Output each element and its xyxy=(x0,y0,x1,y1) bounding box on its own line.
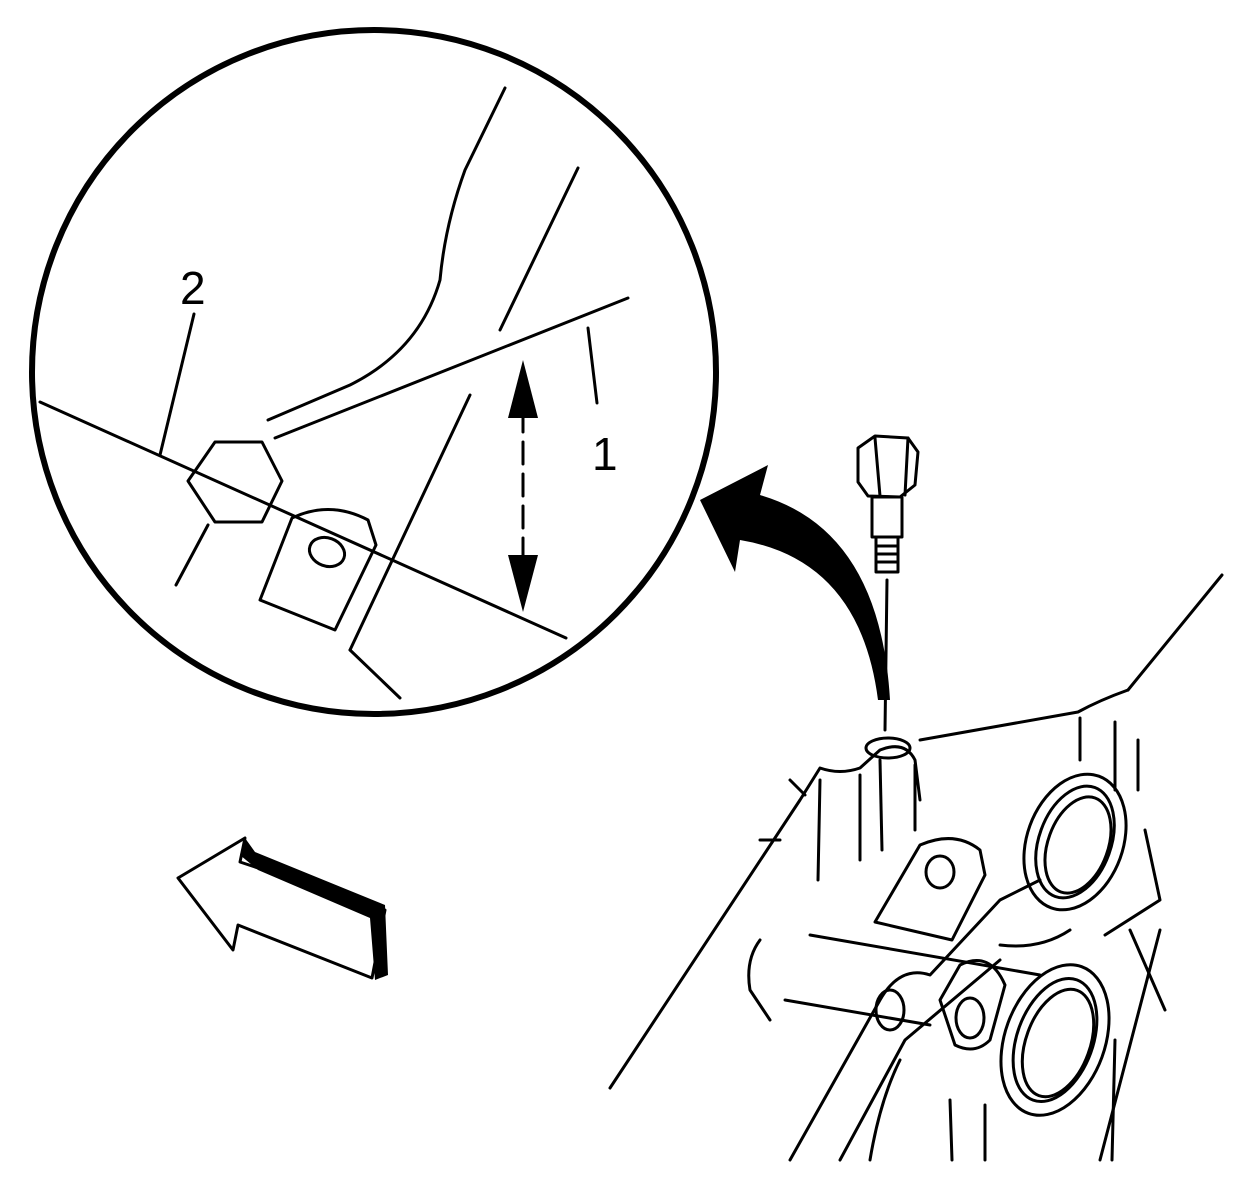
leader-line-1 xyxy=(586,326,599,405)
bolt-head-edge xyxy=(903,436,910,497)
side-hole xyxy=(874,988,906,1032)
detail-view: 1 2 xyxy=(29,27,719,717)
upper-port-outer xyxy=(1022,772,1128,912)
mount-face-line xyxy=(273,296,630,440)
bolt-insertion-line xyxy=(883,578,889,732)
case-bracket-hole xyxy=(924,854,956,890)
case-edge xyxy=(918,688,1130,742)
lower-boss-hole xyxy=(954,996,986,1040)
casting-edge-line xyxy=(174,523,210,587)
lower-boss xyxy=(938,959,1007,1051)
case-bracket-tab xyxy=(873,837,987,942)
case-edge xyxy=(608,745,922,1090)
curved-arrow-icon xyxy=(700,465,890,700)
callout-1: 1 xyxy=(592,428,618,480)
front-direction-arrow-icon xyxy=(176,836,388,980)
casting-edge-line xyxy=(266,86,507,422)
upper-port-inner xyxy=(1034,784,1116,900)
bolt-shank xyxy=(870,495,904,539)
casting-edge-line xyxy=(498,166,580,332)
bolt-head-edge xyxy=(873,436,882,498)
lower-port-inner xyxy=(1011,976,1099,1104)
lower-port-outer xyxy=(999,963,1111,1117)
case-edge xyxy=(1126,573,1224,692)
hex-bolt-head xyxy=(186,440,284,524)
bracket-hole xyxy=(307,535,347,569)
bracket-tab xyxy=(258,508,378,632)
bolt-icon xyxy=(856,434,920,732)
casting-edge-line xyxy=(348,648,402,700)
transmission-case xyxy=(608,573,1224,1162)
leader-line-2 xyxy=(158,312,196,457)
reference-line xyxy=(38,400,568,640)
arrowhead-down xyxy=(508,555,538,612)
bolt-head xyxy=(856,434,920,499)
arrowhead-up xyxy=(508,360,538,418)
callout-2: 2 xyxy=(180,262,206,314)
detail-circle xyxy=(29,27,719,717)
bolt-boss xyxy=(864,736,912,760)
casting-edge-line xyxy=(348,393,472,652)
